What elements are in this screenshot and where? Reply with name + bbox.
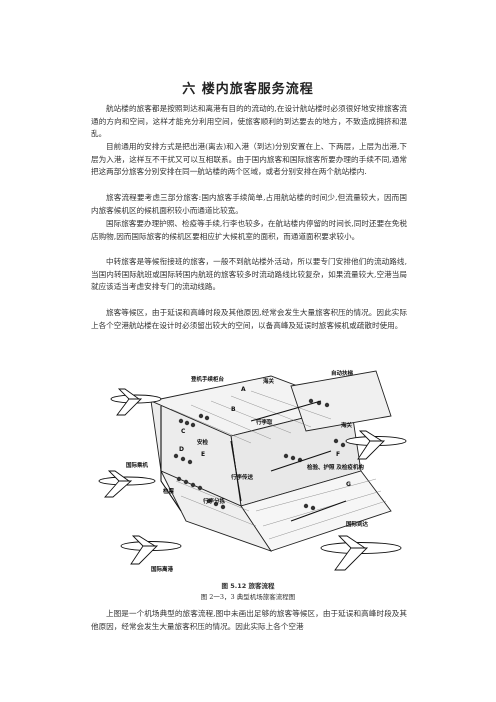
label-checkin2: 检票 [163, 487, 175, 495]
closing-paragraph: 上图是一个机场典型的旅客流程,图中未画出足够的旅客等候区，由于延误和高峰时段及其… [91, 609, 407, 631]
label-bag-sort: 行李分拣 [202, 497, 226, 505]
airplane-icon [110, 388, 162, 416]
paragraph-5: 中转旅客是等候衔接班的旅客，一般不到航站楼外活动，所以要专门安排他们的流动路线,… [91, 257, 407, 292]
label-quarantine: 检验、护照 及检疫机构 [307, 463, 364, 471]
label-intl-departure: 国际离港 [151, 565, 174, 573]
airplane-icon [120, 535, 182, 565]
airplane-icon [320, 535, 402, 571]
letter-b: B [231, 406, 236, 413]
letter-e: E [201, 451, 205, 458]
label-waiting: 行李传送 [230, 473, 254, 481]
label-intl-checkin: 国际乘机 [126, 461, 149, 469]
letter-g: G [346, 481, 351, 488]
letter-d: D [179, 446, 184, 453]
figure-labels: 登机手续柜台 海关 自动扶梯 海关 行李取 安检 国际乘机 检验、护照 及检疫机… [126, 369, 369, 573]
terminal-structure [149, 370, 392, 552]
letter-f: F [336, 451, 340, 458]
label-auto-carousel: 自动扶梯 [331, 369, 354, 377]
airplane-icon [345, 430, 407, 460]
paragraph-6: 旅客等候区，由于延误和高峰时段及其他原因,经常会发生大量旅客积压的情况。因此实际… [91, 308, 407, 330]
paragraph-4: 国际旅客要办理护照、检疫等手续,行李也较多，在航站楼内停留的时间长,同时还要在免… [91, 219, 407, 241]
passenger-flow-figure: 登机手续柜台 海关 自动扶梯 海关 行李取 安检 国际乘机 检验、护照 及检疫机… [91, 361, 413, 579]
figure-caption-main: 图 5.12 旅客流程 [221, 582, 275, 590]
paragraph-1: 航站楼的旅客都是按照到达和离港有目的的流动的,在设计航站楼时必须很好地安排旅客流… [91, 104, 407, 139]
airplane-icon [98, 470, 156, 498]
airplane-icons [98, 388, 407, 571]
floor-grid [170, 390, 387, 540]
label-dom-arrival: 国际到达 [346, 520, 369, 528]
label-customs: 海关 [341, 421, 353, 429]
letter-c: C [181, 428, 186, 435]
label-domestic-checkin: 登机手续柜台 [190, 375, 225, 383]
figure-caption-sub: 图 2一3，3 典型机场旅客流程图 [200, 593, 296, 601]
label-checkin: 安检 [197, 438, 209, 446]
label-baggage-claim: 行李取 [255, 418, 273, 426]
paragraph-3: 旅客流程要考虑三部分旅客:国内旅客手续简单,占用航站楼的时间少,但流量较大，因而… [91, 193, 407, 215]
passenger-figures [173, 398, 346, 511]
page-title: 六 楼内旅客服务流程 [182, 82, 314, 97]
label-customs-top: 海关 [263, 377, 275, 385]
paragraph-2: 目前通用的安排方式是把出港(离去)和入港（到达)分别安置在上、下两层，上层为出港… [91, 142, 407, 177]
letter-a: A [241, 386, 246, 393]
flow-arrows [160, 400, 347, 522]
figure-letters: A B C D E F G [179, 386, 351, 488]
